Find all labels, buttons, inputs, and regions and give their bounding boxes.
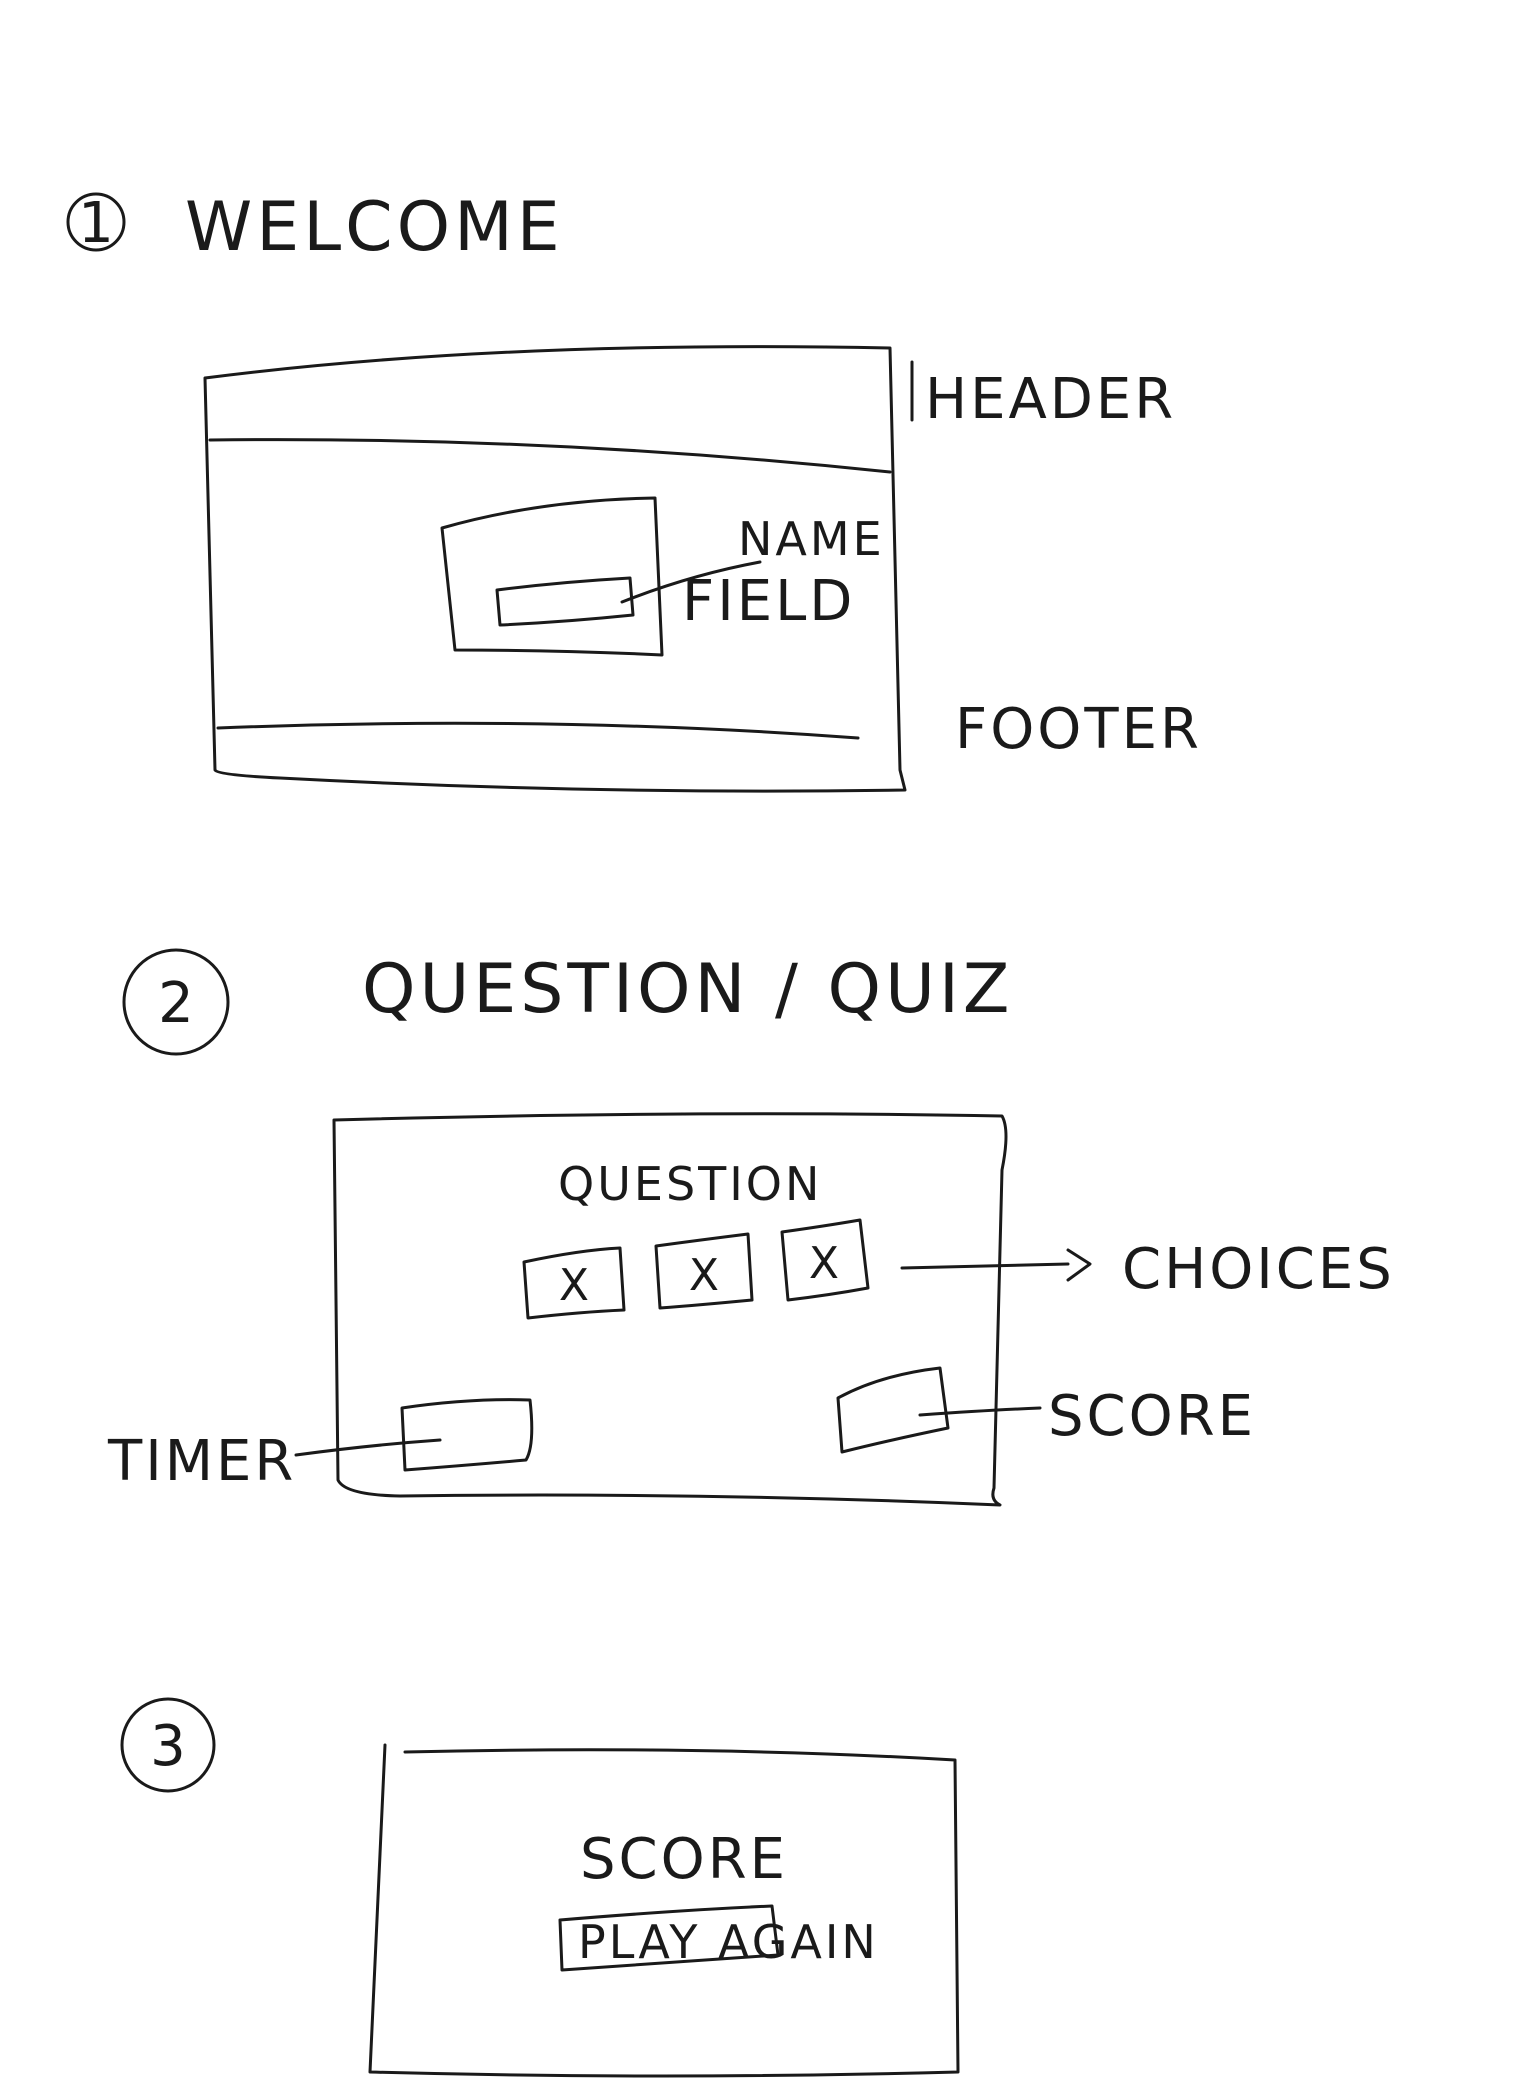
result-screen-frame: [368, 1743, 960, 2078]
question-label: QUESTION: [558, 1157, 822, 1211]
name-field-input[interactable]: [495, 576, 635, 627]
section-1-number-circle: [66, 192, 126, 252]
choices-label: CHOICES: [1122, 1237, 1395, 1302]
footer-label: FOOTER: [955, 697, 1202, 762]
section-1-number: 1: [78, 191, 114, 256]
welcome-footer-divider: [216, 721, 860, 740]
choice-3-mark: X: [809, 1238, 839, 1289]
choice-1-mark: X: [559, 1260, 589, 1311]
choice-box-1[interactable]: X: [522, 1246, 626, 1320]
choices-arrow-head: [1066, 1248, 1092, 1282]
section-2-title: QUESTION / QUIZ: [362, 950, 1013, 1029]
section-3-number-circle: [120, 1697, 216, 1793]
header-label: HEADER: [925, 367, 1176, 432]
welcome-screen-frame: [203, 345, 907, 793]
choice-2-mark: X: [689, 1250, 719, 1301]
field-label: FIELD: [682, 569, 855, 634]
play-again-label: PLAY AGAIN: [578, 1915, 879, 1969]
section-result: 3 SCORE PLAY AGAIN: [120, 1697, 960, 2078]
name-field-leader-line: [620, 560, 762, 604]
section-2-number: 2: [158, 971, 194, 1036]
choice-box-3[interactable]: X: [780, 1218, 870, 1302]
section-welcome: 1 WELCOME NAME FIELD HEADER FOOTER: [66, 188, 1202, 793]
name-label: NAME: [738, 512, 885, 566]
section-1-title: WELCOME: [185, 188, 564, 267]
section-2-number-circle: [122, 948, 230, 1056]
welcome-header-divider: [208, 438, 892, 474]
score-leader-line: [918, 1406, 1042, 1417]
section-quiz: 2 QUESTION / QUIZ QUESTION X X X CHOICES…: [107, 948, 1395, 1507]
timer-leader-line: [294, 1438, 442, 1457]
section-3-number: 3: [150, 1714, 186, 1779]
quiz-score-label: SCORE: [1048, 1384, 1256, 1449]
timer-box: [400, 1398, 534, 1472]
quiz-score-box: [836, 1366, 950, 1454]
welcome-name-card: [440, 496, 664, 657]
result-score-label: SCORE: [580, 1827, 788, 1892]
quiz-screen-frame: [332, 1112, 1008, 1507]
choices-arrow-line: [900, 1262, 1070, 1270]
choice-box-2[interactable]: X: [654, 1232, 754, 1310]
timer-label: TIMER: [107, 1429, 296, 1494]
play-again-button[interactable]: PLAY AGAIN: [558, 1904, 879, 1972]
